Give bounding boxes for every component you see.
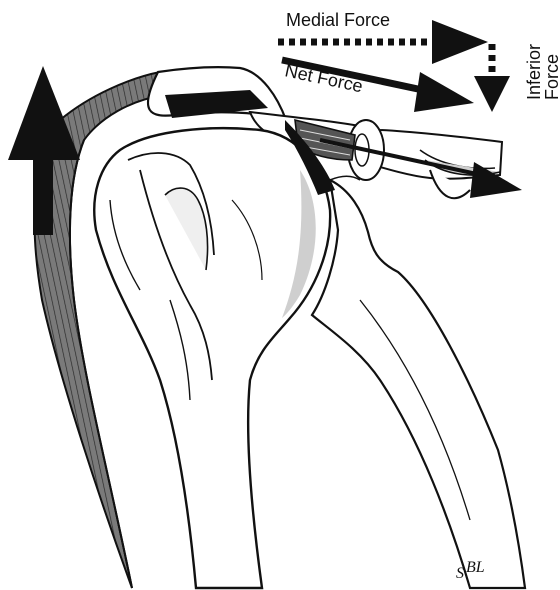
signature-s: S xyxy=(456,565,464,582)
inferior-force-arrow xyxy=(474,44,510,112)
inferior-force-label-line2: Force xyxy=(542,54,560,100)
medial-force-label: Medial Force xyxy=(286,10,390,30)
inferior-force-label-line1: Inferior xyxy=(524,44,544,100)
humerus xyxy=(94,128,330,588)
acromion xyxy=(148,67,286,120)
scapula xyxy=(312,176,525,588)
signature-bl: BL xyxy=(466,559,485,576)
